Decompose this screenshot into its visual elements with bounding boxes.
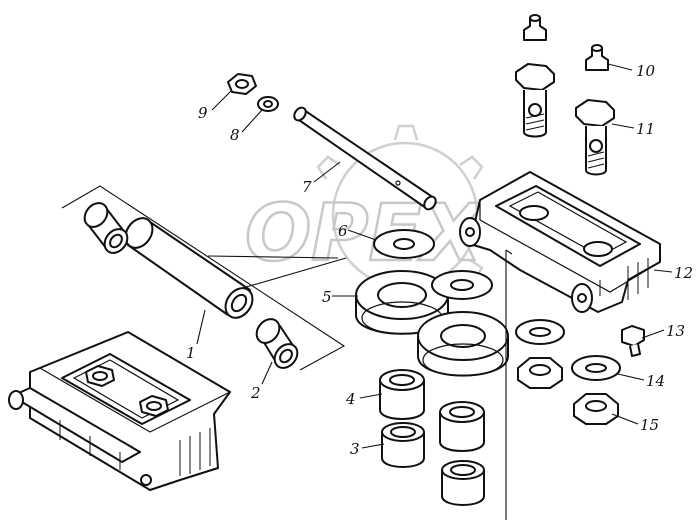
part-11-hollow-bolt-left — [515, 63, 555, 138]
callout-11: 11 — [636, 120, 655, 138]
callout-1: 1 — [186, 344, 196, 362]
part-5-pulley-lower — [417, 311, 509, 377]
part-4-bushing — [379, 369, 425, 420]
callout-14: 14 — [646, 372, 665, 390]
part-8-washer — [257, 96, 279, 112]
part-3-bushing — [381, 422, 425, 468]
part-13-bolt — [621, 325, 645, 357]
left-bracket-housing — [8, 331, 231, 491]
right-bracket-housing — [459, 171, 661, 313]
part-9-hex-nut — [227, 73, 257, 95]
part-6-washer — [373, 229, 435, 259]
callout-labels: 1 2 3 4 5 6 7 8 9 10 11 12 13 14 15 — [186, 62, 693, 458]
callout-8: 8 — [230, 126, 240, 144]
part-4-bushing-right — [439, 401, 485, 452]
callout-3: 3 — [350, 440, 360, 458]
part-7-shaft — [293, 106, 437, 211]
washer-right-upper — [515, 319, 565, 345]
part-15-nut — [573, 393, 619, 425]
part-5-washer-right — [431, 270, 493, 300]
watermark: OPEX — [244, 124, 487, 289]
nut-right-upper — [517, 357, 563, 389]
callout-12: 12 — [674, 264, 693, 282]
part-1-sleeve — [124, 217, 254, 319]
callout-7: 7 — [302, 178, 312, 196]
callout-2: 2 — [250, 384, 261, 402]
callout-5: 5 — [322, 288, 332, 306]
part-2-bushing — [255, 318, 299, 369]
callout-9: 9 — [198, 104, 208, 122]
callout-13: 13 — [666, 322, 685, 340]
callout-15: 15 — [640, 416, 659, 434]
part-14-washer — [571, 355, 621, 381]
assembly-guide-lines — [61, 185, 513, 520]
watermark-text: OPEX — [245, 189, 486, 279]
part-3-bushing-right — [441, 460, 485, 506]
callout-6: 6 — [338, 222, 348, 240]
callout-10: 10 — [636, 62, 656, 80]
leader-lines — [196, 63, 673, 449]
part-10-grease-fitting — [585, 44, 609, 71]
part-10-grease-fitting-left — [523, 14, 547, 41]
left-short-bushing — [83, 202, 129, 254]
callout-4: 4 — [345, 390, 356, 408]
part-11-hollow-bolt — [575, 99, 615, 176]
